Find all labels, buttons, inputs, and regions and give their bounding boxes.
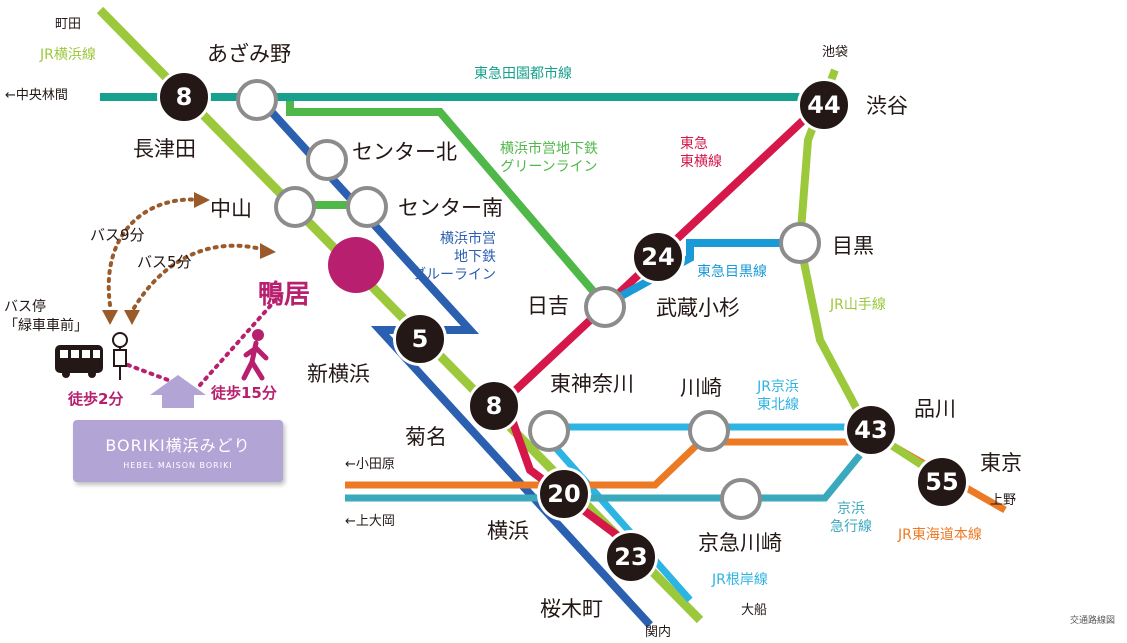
center-kita-ring: [306, 139, 348, 181]
station-nagatsuta: 長津田: [133, 137, 196, 161]
station-yokohama: 横浜: [487, 519, 529, 543]
line-meguro: 東急目黒線: [697, 264, 767, 280]
walk-2-label: 徒歩2分: [68, 390, 124, 408]
line-tokaido: JR東海道本線: [898, 527, 982, 543]
station-musashi-kosugi: 武蔵小杉: [656, 296, 740, 320]
property-box: BORIKI横浜みどり HEBEL MAISON BORIKI: [73, 420, 283, 482]
dir-ikebukuro: 池袋: [822, 45, 849, 60]
bus-route-9-arrow: [194, 192, 210, 208]
dir-machida: 町田: [55, 17, 82, 32]
dir-odawara: ←小田原: [345, 457, 395, 472]
line-jr-yokohama: JR横浜線: [40, 47, 96, 63]
walk-15-label: 徒歩15分: [211, 384, 277, 402]
bus-stop-label: バス停 「緑車車前」: [4, 299, 88, 334]
property-name: BORIKI横浜みどり: [105, 436, 251, 455]
bus-route-5-arrow: [260, 243, 276, 259]
dir-kami-ooka: ←上大岡: [345, 514, 395, 529]
time-badge-shibuya: 44: [797, 78, 851, 132]
hiyoshi-ring: [584, 286, 626, 328]
station-tokyo: 東京: [980, 451, 1022, 475]
time-badge-nagatsuta: 8: [157, 70, 211, 124]
dir-chuo-rinkan: ←中央林間: [5, 88, 68, 103]
time-badge-sakuragicho: 23: [604, 530, 658, 584]
keikyu-kawasaki-ring: [720, 478, 762, 520]
station-kawasaki: 川崎: [680, 376, 722, 400]
line-denentoshi: 東急田園都市線: [474, 66, 572, 82]
walker-head: [252, 329, 264, 341]
station-kikuna: 菊名: [405, 425, 447, 449]
station-shibuya: 渋谷: [866, 94, 908, 118]
dir-ofuna: 大船: [741, 603, 768, 618]
walk-path: [126, 293, 282, 387]
property-arrow: [150, 375, 206, 408]
bus-9-label: バス9分: [90, 226, 145, 244]
bus-route-9: [106, 197, 202, 307]
time-badge-kikuna: 8: [467, 379, 521, 433]
line-green: 横浜市営地下鉄 グリーンライン: [500, 141, 598, 176]
higashi-kanagawa-ring: [528, 410, 570, 452]
keihin-tohoku-line: [537, 427, 693, 603]
station-sakuragicho: 桜木町: [540, 597, 603, 621]
line-blue: 横浜市営 地下鉄 ブルーライン: [412, 231, 496, 284]
station-center-kita: センター北: [352, 140, 457, 164]
station-nakayama: 中山: [210, 197, 252, 221]
station-higashi-kanagawa: 東神奈川: [550, 372, 634, 396]
azamino-ring: [236, 79, 278, 121]
walker-body: [241, 340, 269, 381]
station-meguro: 目黒: [832, 234, 874, 258]
bus-icon: [55, 345, 103, 373]
bus-route-5: [128, 243, 267, 317]
property-sub: HEBEL MAISON BORIKI: [123, 461, 233, 470]
dir-kannai: 関内: [645, 625, 672, 640]
time-badge-tokyo: 55: [915, 455, 969, 509]
map-caption: 交通路線図: [1070, 616, 1116, 626]
center-minami-ring: [346, 186, 388, 228]
station-shinagawa: 品川: [914, 397, 956, 421]
line-toyoko: 東急 東横線: [680, 136, 722, 171]
line-keikyu: 京浜 急行線: [830, 501, 872, 536]
station-shin-yokohama: 新横浜: [307, 362, 370, 386]
bus-stop-arrow-b: [124, 310, 140, 325]
time-badge-shinagawa: 43: [844, 403, 898, 457]
tokaido-line: [345, 438, 860, 489]
time-badge-shin-yokohama: 5: [393, 312, 447, 366]
keikyu-line: [345, 452, 863, 502]
station-kamoi: 鴨居: [258, 280, 311, 310]
meguro-ring: [779, 222, 821, 264]
station-hiyoshi: 日吉: [527, 294, 569, 318]
station-azamino: あざみ野: [207, 42, 291, 66]
station-keikyu-kawasaki: 京急川崎: [698, 531, 782, 555]
line-negishi: JR根岸線: [712, 572, 768, 588]
time-badge-musashi-kosugi: 24: [631, 230, 685, 284]
time-badge-yokohama: 20: [537, 467, 591, 521]
nakayama-ring: [274, 186, 316, 228]
line-yamanote: JR山手線: [830, 297, 886, 313]
kawasaki-ring: [688, 410, 730, 452]
bus-5-label: バス5分: [137, 253, 192, 271]
dir-ueno: 上野: [990, 493, 1017, 508]
kamoi-marker: [328, 237, 384, 293]
station-center-minami: センター南: [398, 196, 503, 220]
bus-stop-arrow-a: [102, 310, 118, 325]
line-keihin-tohoku: JR京浜 東北線: [757, 379, 799, 414]
